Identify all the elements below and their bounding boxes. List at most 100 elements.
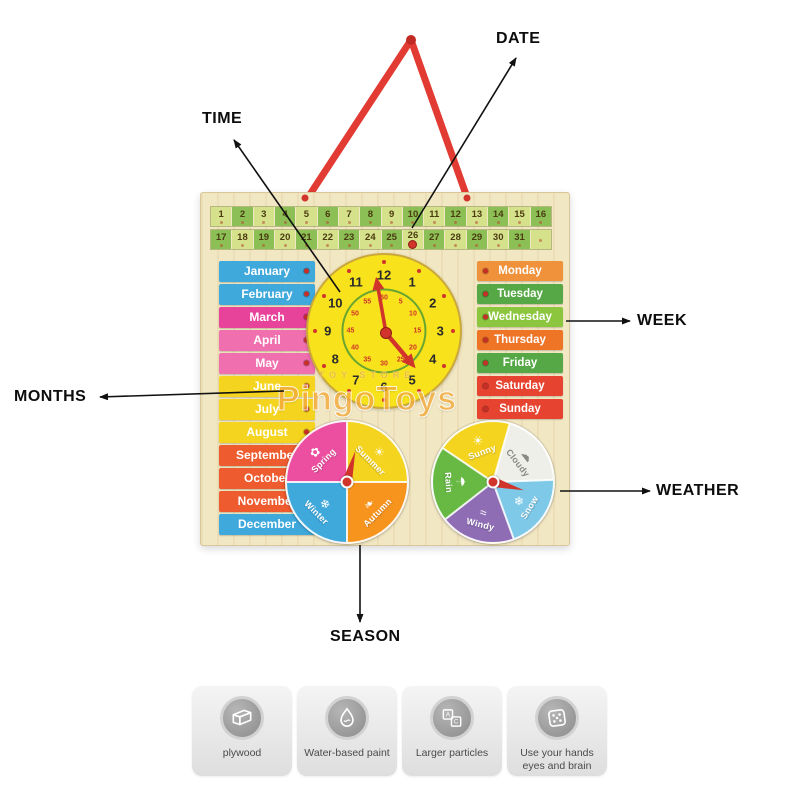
- clock-min: 10: [409, 310, 417, 318]
- season-knob: [340, 475, 354, 489]
- peg-hole-icon: [368, 220, 372, 224]
- date-number: 5: [303, 208, 310, 220]
- callout-weather: WEATHER: [656, 482, 740, 499]
- date-cell: 14: [488, 207, 509, 226]
- month-peg-icon: [304, 429, 309, 435]
- weekday-label: Tuesday: [497, 288, 543, 300]
- date-number: 24: [365, 231, 376, 243]
- date-cell: 18: [232, 230, 253, 249]
- weekday-bar: Wednesday: [477, 307, 563, 327]
- date-number: 13: [471, 208, 483, 220]
- month-label: April: [253, 333, 281, 347]
- season-segment: ❄ Winter: [302, 490, 339, 527]
- clock-tick-dot: [322, 294, 327, 299]
- month-bar: April: [219, 330, 315, 351]
- date-row-2: 17 18 19 20: [210, 229, 552, 250]
- peg-hole-icon: [432, 243, 436, 247]
- clock-min: 50: [351, 310, 359, 318]
- clock-minute-ring: [341, 288, 427, 374]
- season-segment: ✿ Spring: [301, 437, 338, 474]
- clock-num: 8: [331, 351, 339, 367]
- peg-hole-icon: [539, 220, 543, 224]
- clock-min: 35: [363, 356, 372, 364]
- hour-hand: [384, 331, 416, 369]
- date-cell: 26: [402, 230, 424, 249]
- svg-text:C: C: [454, 719, 459, 726]
- date-number: 7: [346, 208, 352, 220]
- weekday-label: Saturday: [495, 380, 545, 392]
- season-segment: ☀ Summer: [353, 434, 396, 477]
- water-drop-icon: [325, 696, 369, 740]
- month-bar: July: [219, 399, 315, 420]
- peg-hole-icon: [262, 220, 266, 224]
- weekday-bar: Monday: [477, 261, 563, 281]
- clock-tick-dot: [347, 269, 352, 274]
- weekday-label: Thursday: [494, 334, 546, 346]
- peg-hole-icon: [326, 220, 330, 224]
- peg-hole-icon: [454, 220, 458, 224]
- feature-particles: A C Larger particles: [402, 686, 502, 776]
- date-number: 19: [258, 231, 270, 243]
- date-cell: [530, 230, 551, 249]
- weekday-label: Sunday: [499, 403, 541, 415]
- date-cell: 1: [211, 207, 232, 226]
- weather-segment: ☁ Cloudy: [504, 439, 542, 479]
- clock-num: 11: [349, 274, 363, 290]
- month-label: May: [255, 356, 279, 370]
- weekday-bar: Friday: [477, 353, 563, 373]
- clock-hands: [372, 276, 416, 369]
- clock-min: 40: [351, 344, 359, 352]
- peg-hole-icon: [539, 238, 543, 242]
- date-number: 11: [429, 208, 440, 220]
- date-number: 27: [428, 231, 440, 243]
- date-number: 20: [279, 231, 291, 243]
- peg-hole-icon: [347, 220, 351, 224]
- clock-num: 4: [429, 351, 437, 367]
- weekday-bar: Thursday: [477, 330, 563, 350]
- clock-min: 20: [409, 344, 417, 352]
- clock-tick-dot: [441, 363, 446, 368]
- peg-hole-icon: [432, 220, 436, 224]
- peg-hole-icon: [518, 243, 522, 247]
- clock-tick-dot: [416, 269, 421, 274]
- clock-tick-dot: [416, 388, 421, 393]
- clock-num: 6: [380, 379, 388, 395]
- peg-hole-icon: [240, 220, 244, 224]
- date-number: 8: [367, 208, 373, 220]
- date-cell: 13: [466, 207, 488, 226]
- month-label: March: [249, 310, 285, 324]
- date-cell: 11: [424, 207, 445, 226]
- date-number: 28: [450, 231, 461, 243]
- season-segment: ❧ Autumn: [353, 488, 394, 529]
- clock-num: 7: [352, 372, 360, 388]
- clock-min: 15: [413, 327, 422, 335]
- clock-min: 25: [396, 356, 405, 364]
- date-number: 15: [514, 208, 525, 220]
- month-peg-icon: [304, 291, 309, 297]
- date-number: 17: [215, 231, 227, 243]
- date-cell: 12: [445, 207, 466, 226]
- date-number: 3: [261, 208, 267, 220]
- peg-hole-icon: [219, 220, 223, 224]
- peg-hole-icon: [390, 243, 394, 247]
- date-number: 31: [514, 231, 525, 243]
- date-number: 18: [237, 231, 248, 243]
- callout-season: SEASON: [330, 628, 401, 645]
- date-number: 4: [282, 208, 288, 220]
- month-peg-icon: [304, 360, 309, 366]
- calendar-board: 1 2 3 4: [200, 192, 570, 546]
- clock-tick-dot: [312, 329, 317, 333]
- clock-num: 9: [324, 323, 332, 339]
- feature-label: Use your hands eyes and brain: [520, 747, 594, 773]
- weather-segment: ≈ Windy: [466, 503, 499, 533]
- date-row-1: 1 2 3 4: [210, 206, 552, 227]
- minute-hand: [372, 276, 388, 334]
- clock-num: 1: [408, 274, 416, 290]
- peg-hole-icon: [475, 220, 479, 224]
- clock-min: 45: [346, 327, 355, 335]
- clock-tick-dot: [382, 259, 386, 264]
- peg-hole-icon: [411, 220, 415, 224]
- clock-tick-dot: [347, 388, 352, 393]
- feature-plywood: plywood: [192, 686, 292, 776]
